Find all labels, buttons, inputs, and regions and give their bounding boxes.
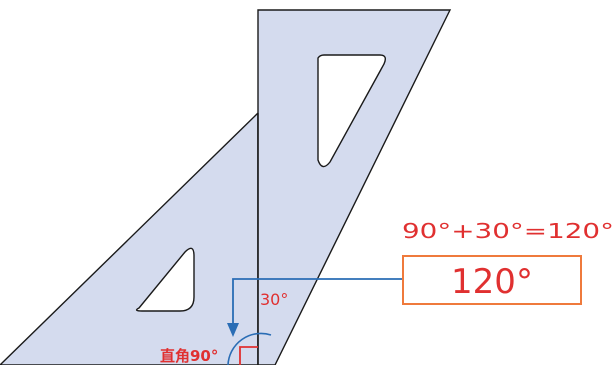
- right-set-square: [257, 9, 452, 365]
- right-angle-marker: [239, 346, 258, 365]
- angle-30-label: 30°: [260, 290, 288, 309]
- equation-label: 90°+30°=120°: [402, 219, 614, 243]
- left-set-square: [0, 111, 259, 365]
- result-box: [402, 255, 582, 305]
- leader-arrow-line: [232, 278, 403, 328]
- angle-arc: [227, 332, 272, 365]
- result-label: 120°: [451, 262, 533, 302]
- right-angle-label: 直角90°: [160, 347, 218, 365]
- leader-arrow-head: [227, 323, 239, 337]
